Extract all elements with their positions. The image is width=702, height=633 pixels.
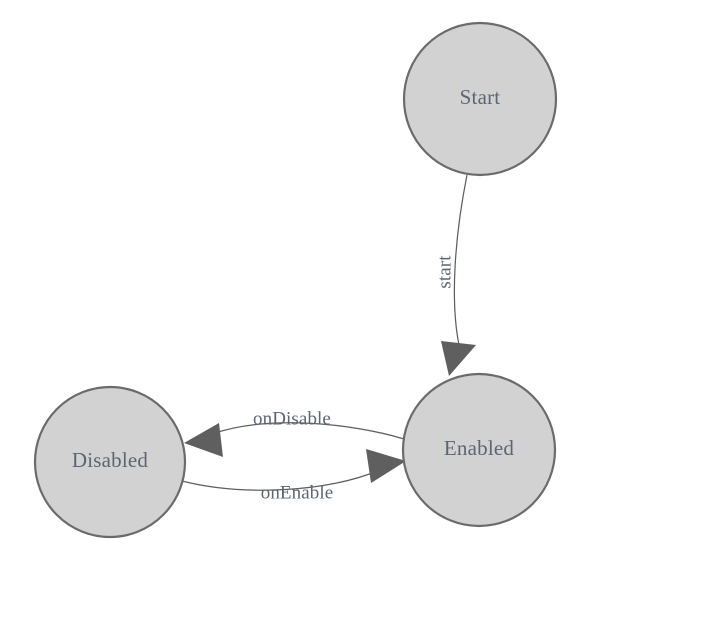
edge-path-disabled-to-enabled (181, 470, 378, 491)
edge-label-ondisable: onDisable (253, 408, 331, 429)
arrowhead-into-enabled-from-disabled (366, 449, 406, 483)
state-node-disabled-label: Disabled (72, 448, 149, 472)
state-node-start[interactable]: Start (402, 21, 558, 177)
edge-path-enabled-to-disabled (211, 422, 405, 440)
state-node-enabled[interactable]: Enabled (401, 372, 557, 528)
edge-label-onenable: onEnable (261, 482, 334, 503)
state-node-start-circle (402, 21, 558, 177)
edge-disabled-to-enabled[interactable]: onEnable (181, 449, 406, 503)
state-node-disabled[interactable]: Disabled (33, 385, 187, 539)
edge-enabled-to-disabled[interactable]: onDisable (184, 408, 405, 457)
arrowhead-into-disabled (184, 423, 223, 457)
edge-start-to-enabled[interactable]: start (434, 174, 476, 376)
state-node-enabled-circle (401, 372, 557, 528)
edge-label-start: start (434, 255, 455, 289)
arrowhead-into-enabled-from-start (441, 341, 476, 376)
state-node-disabled-circle (33, 385, 187, 539)
edge-path-start-to-enabled (453, 174, 468, 346)
state-node-enabled-label: Enabled (444, 436, 515, 460)
state-node-start-label: Start (460, 85, 501, 109)
